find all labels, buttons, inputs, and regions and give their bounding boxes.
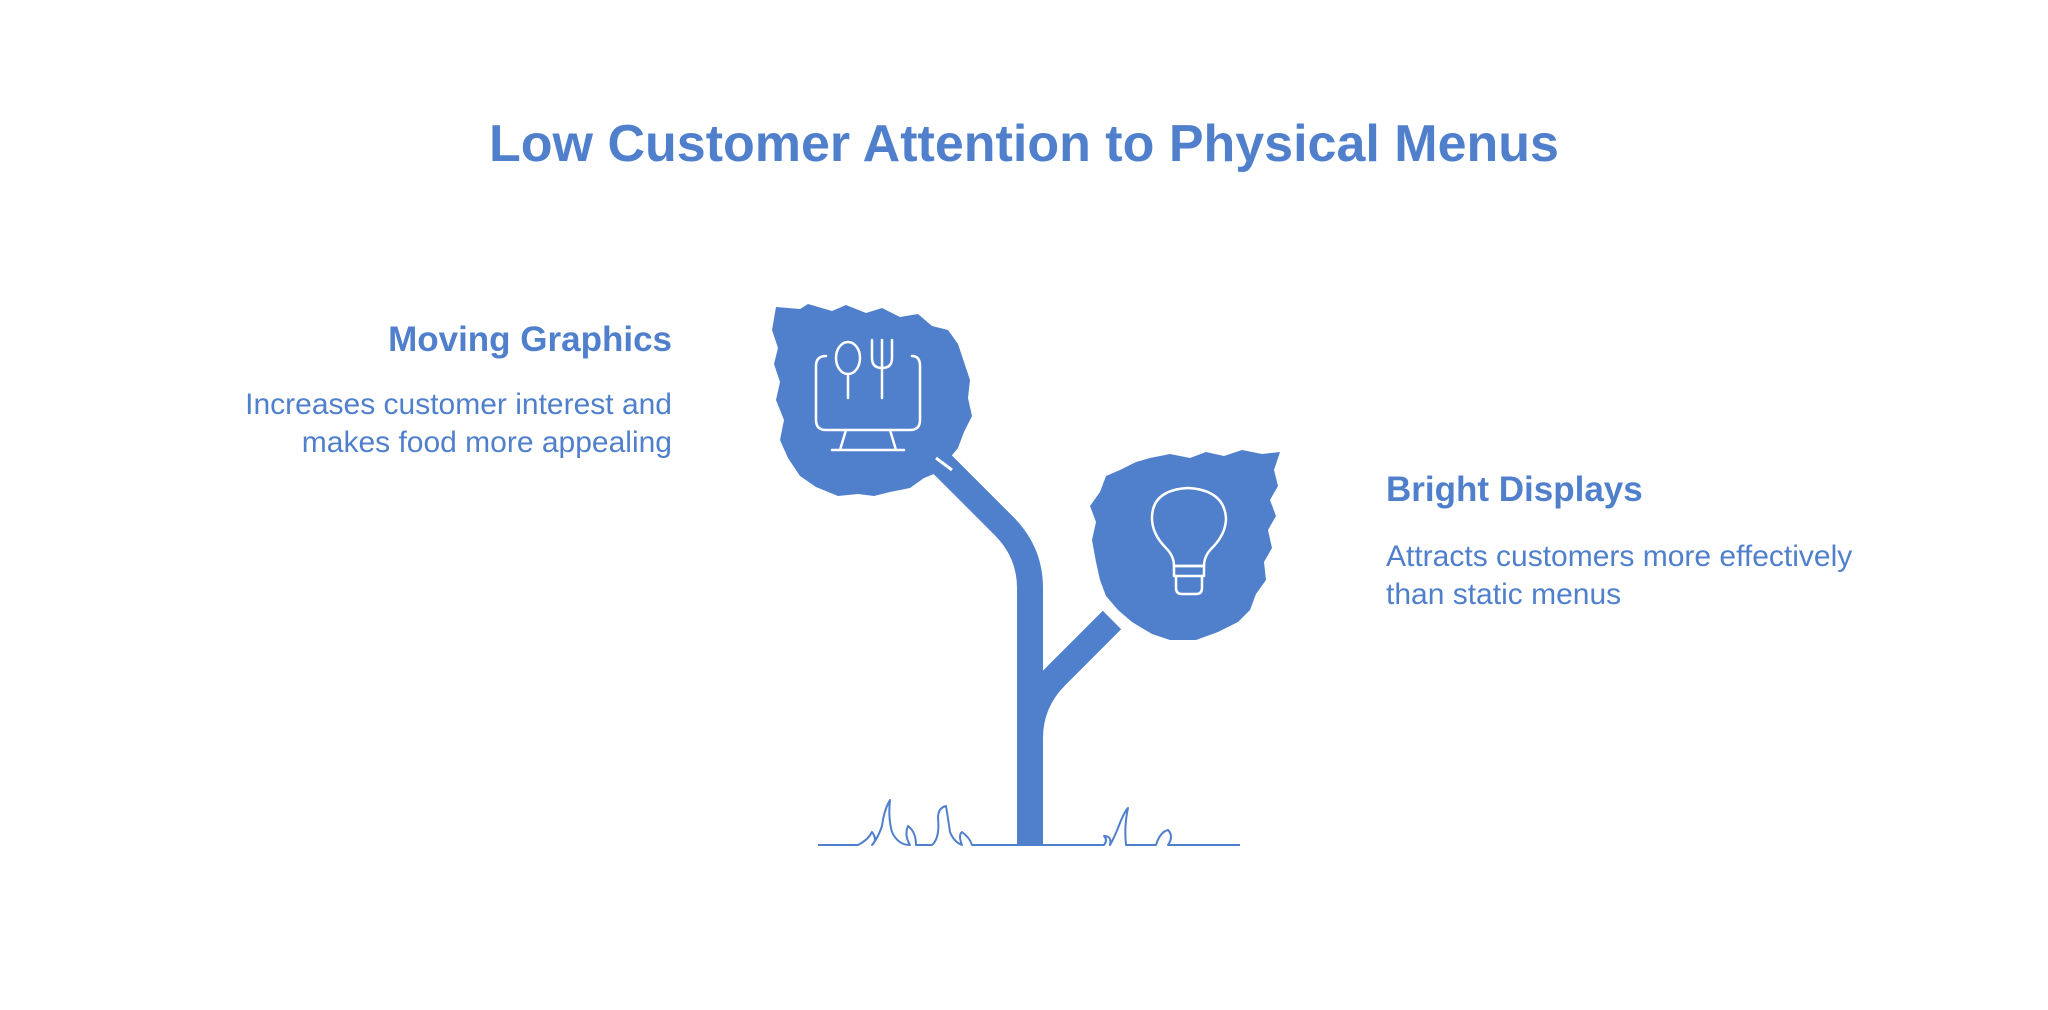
right-branch-stem	[1017, 610, 1122, 739]
leaf-left	[772, 304, 972, 496]
leaf-midrib	[935, 456, 953, 472]
callout-bright-displays: Bright Displays Attracts customers more …	[1386, 468, 1946, 614]
callout-heading: Bright Displays	[1386, 470, 1643, 509]
callout-description: Increases customer interest and makes fo…	[152, 386, 672, 462]
leaf-shape	[1090, 450, 1280, 640]
lightbulb-icon	[1150, 486, 1228, 596]
description-line: Attracts customers more effectively	[1386, 540, 1853, 573]
monitor-utensils-icon	[814, 338, 922, 452]
description-line: Increases customer interest and	[245, 388, 672, 421]
callout-description: Attracts customers more effectively than…	[1386, 538, 1946, 614]
ground-grass	[818, 799, 1240, 846]
leaf-midrib	[1105, 608, 1121, 624]
page-title: Low Customer Attention to Physical Menus	[489, 115, 1559, 173]
description-line: than static menus	[1386, 578, 1622, 611]
main-stem	[930, 452, 1043, 845]
callout-heading: Moving Graphics	[388, 320, 672, 359]
description-line: makes food more appealing	[301, 426, 672, 459]
leaf-shape	[772, 304, 972, 496]
callout-moving-graphics: Moving Graphics Increases customer inter…	[152, 318, 672, 462]
leaf-right	[1090, 450, 1280, 640]
